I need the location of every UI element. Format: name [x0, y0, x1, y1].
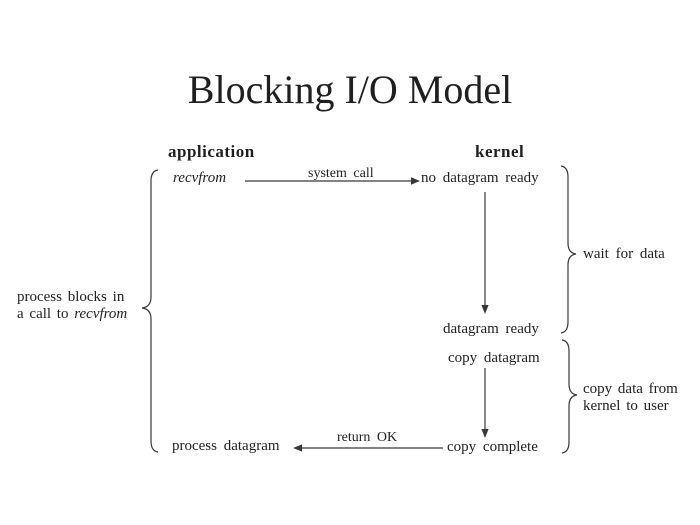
system-call-label: system call — [308, 166, 374, 181]
datagram-ready-label: datagram ready — [443, 321, 539, 337]
process-blocks-brace — [141, 169, 159, 453]
copy-datagram-label: copy datagram — [448, 350, 540, 366]
kernel-column-header: kernel — [475, 142, 525, 161]
application-column-header: application — [168, 142, 255, 161]
process-datagram-label: process datagram — [172, 438, 280, 454]
return-ok-arrow — [293, 444, 443, 452]
copy-data-line1: copy data from — [583, 381, 678, 397]
system-call-arrow — [245, 177, 420, 185]
copy-data-annotation: copy data from kernel to user — [583, 381, 678, 415]
wait-for-data-arrow — [481, 192, 489, 314]
page-title: Blocking I/O Model — [187, 67, 513, 112]
process-blocks-line2-prefix: a call to — [17, 306, 75, 322]
wait-for-data-brace — [560, 165, 577, 334]
process-blocks-line1: process blocks in — [17, 289, 125, 305]
copy-data-line2: kernel to user — [583, 398, 669, 414]
process-blocks-annotation: process blocks in a call to recvfrom — [17, 289, 127, 323]
copy-datagram-arrow — [481, 368, 489, 438]
recvfrom-label: recvfrom — [173, 170, 227, 186]
no-datagram-ready-label: no datagram ready — [421, 170, 539, 186]
copy-data-brace — [561, 339, 578, 454]
wait-for-data-annotation: wait for data — [583, 246, 665, 262]
return-ok-label: return OK — [337, 430, 398, 445]
copy-complete-label: copy complete — [447, 439, 538, 455]
process-blocks-line2-recvfrom: recvfrom — [74, 306, 128, 322]
